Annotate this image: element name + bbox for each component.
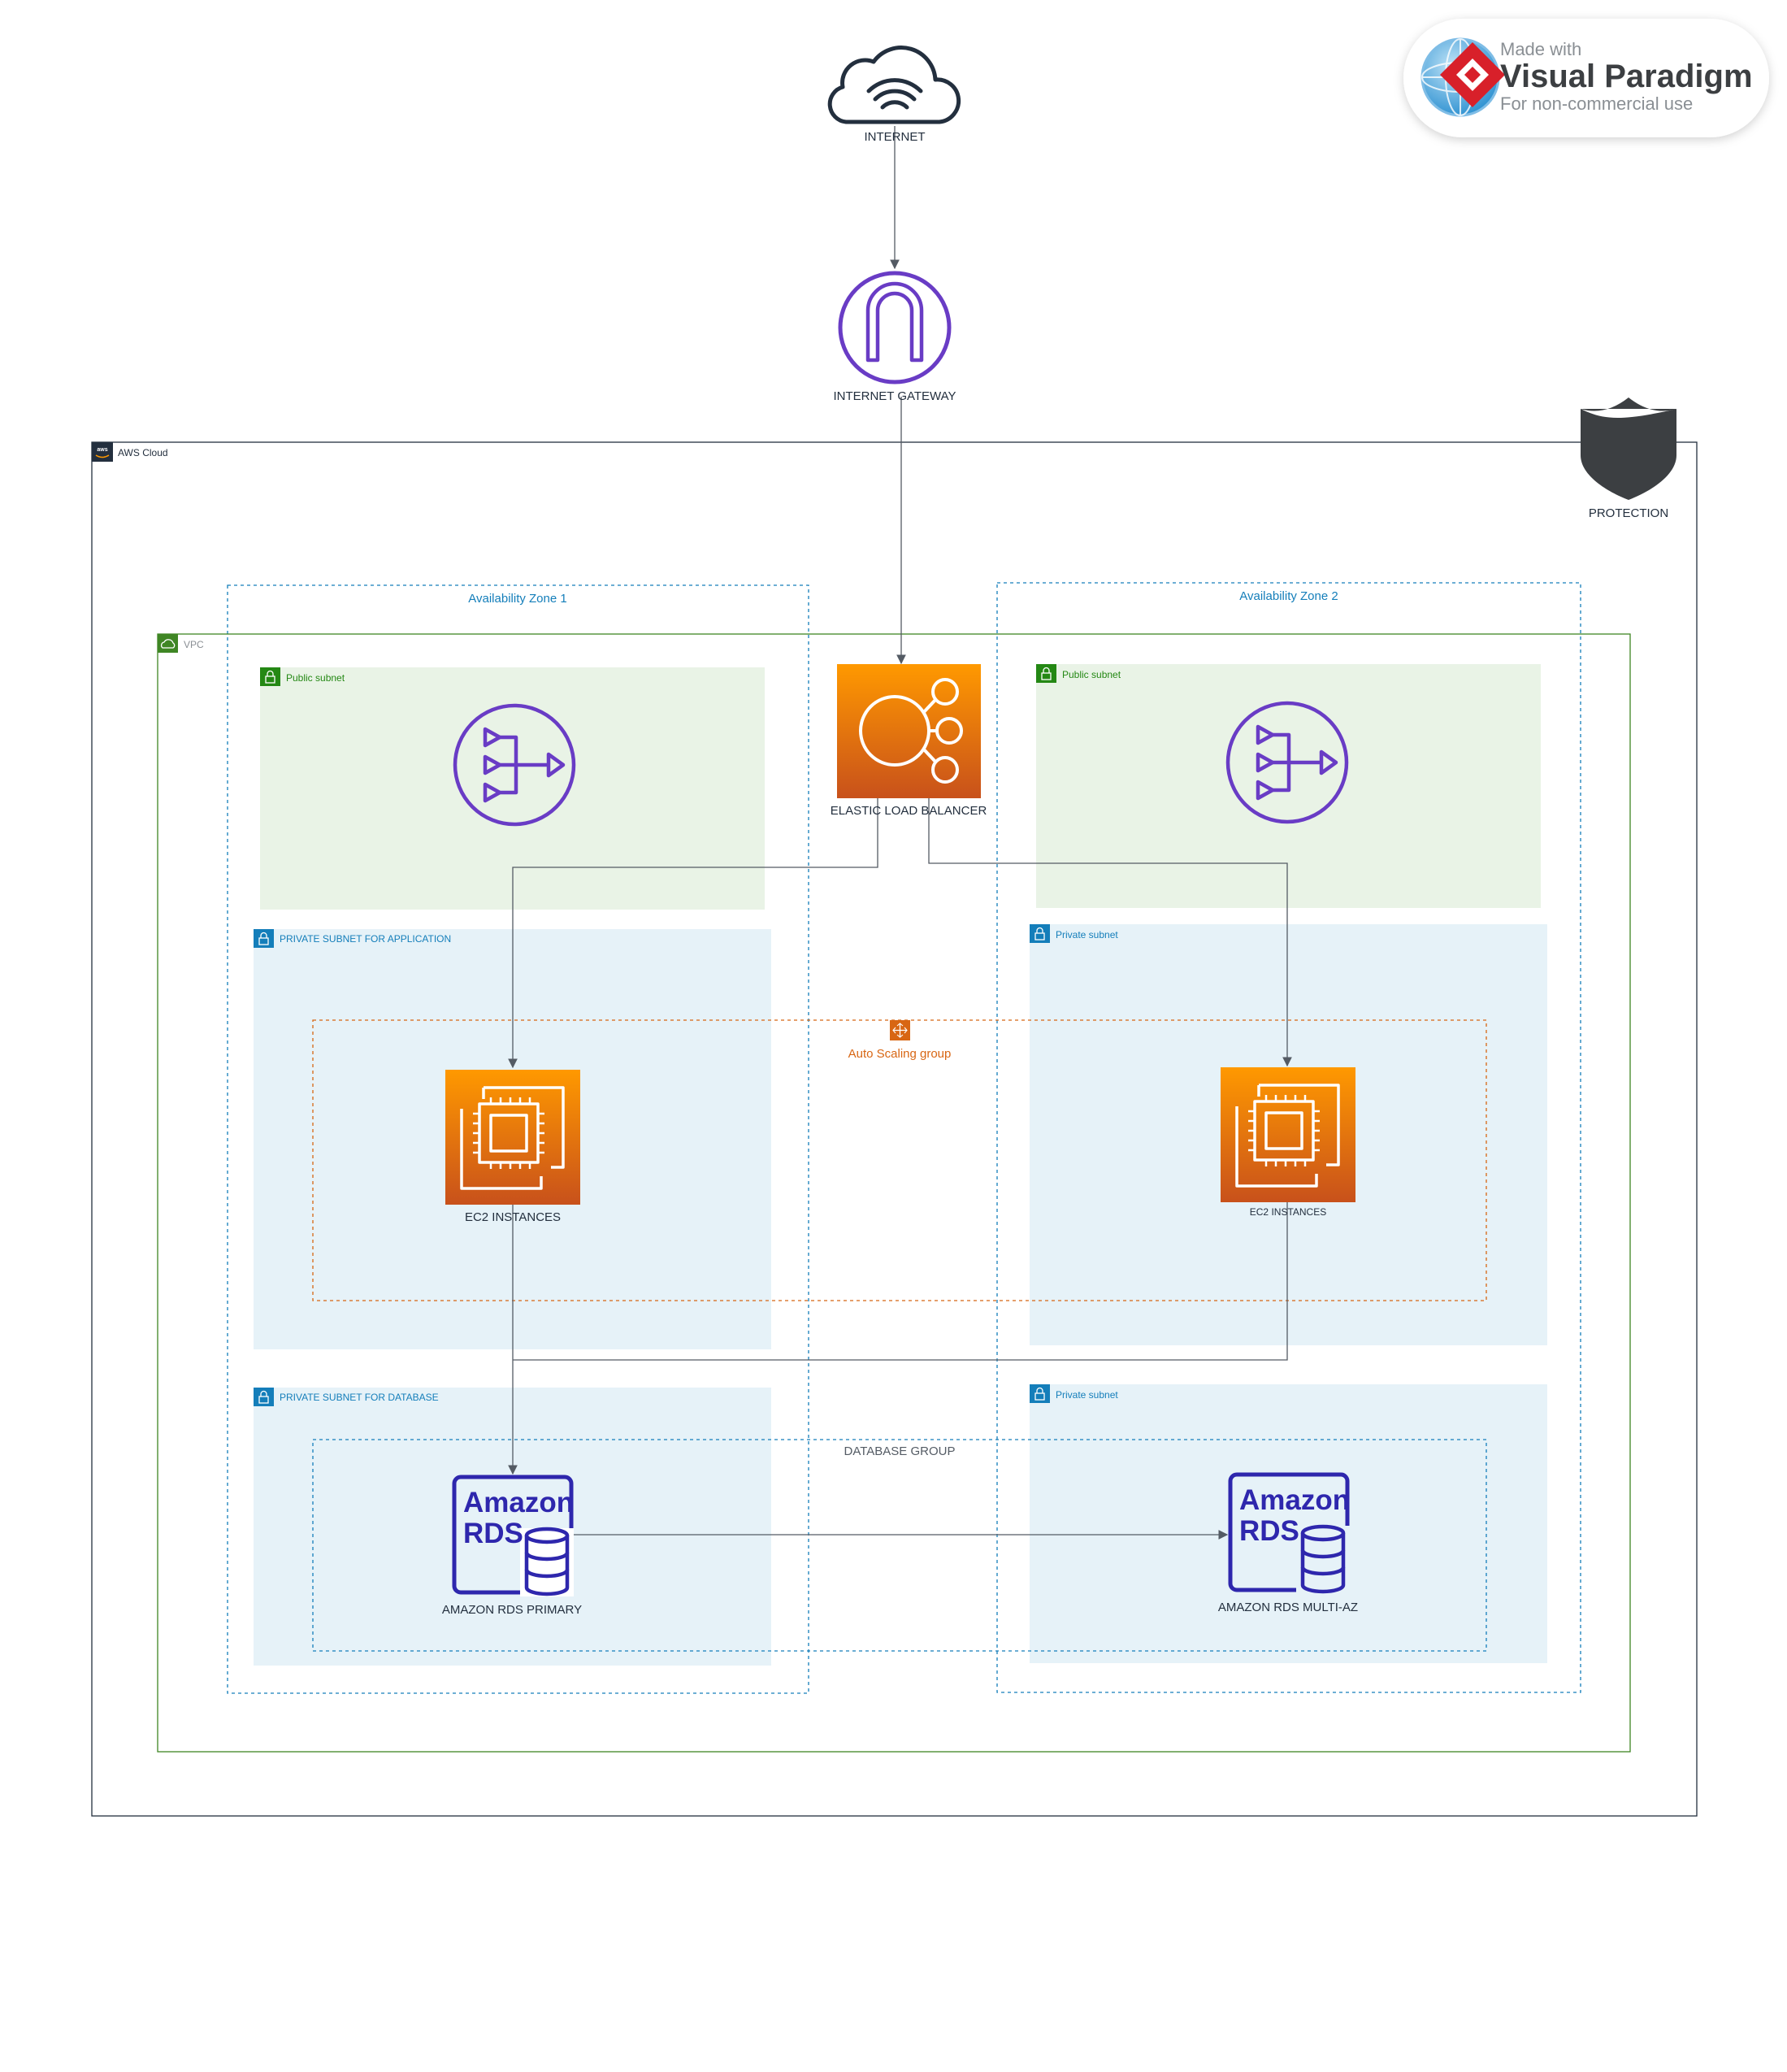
rds-icon-text-line2: RDS <box>1239 1515 1299 1547</box>
watermark-line1: Made with <box>1500 39 1581 59</box>
ec2-az1-label: EC2 INSTANCES <box>465 1210 561 1224</box>
public-subnet-az2-label: Public subnet <box>1062 669 1121 680</box>
internet-gateway-icon <box>838 271 952 384</box>
ec2-az2-node: EC2 INSTANCES <box>1221 1067 1355 1218</box>
private-app-az1-label: PRIVATE SUBNET FOR APPLICATION <box>280 933 451 945</box>
az2-label: Availability Zone 2 <box>1239 589 1338 603</box>
nat-gateway-icon <box>1225 701 1349 824</box>
lock-icon <box>254 929 274 948</box>
watermark-line3: For non-commercial use <box>1500 93 1693 114</box>
svg-text:aws: aws <box>97 447 107 453</box>
shield-icon <box>1581 409 1676 500</box>
private-db-az1-label: PRIVATE SUBNET FOR DATABASE <box>280 1392 439 1403</box>
internet-node: INTERNET <box>827 46 961 144</box>
rds-primary-node: Amazon RDS AMAZON RDS PRIMARY <box>442 1475 582 1617</box>
database-group: DATABASE GROUP <box>312 1439 1487 1652</box>
rds-icon-text-line1: Amazon <box>463 1487 574 1518</box>
rds-icon: Amazon RDS <box>452 1475 574 1596</box>
elb-node: ELASTIC LOAD BALANCER <box>831 664 987 818</box>
vpc-group: VPC <box>157 633 1631 1753</box>
private-subnet-db-az2: Private subnet <box>1030 1384 1547 1663</box>
rds-icon-text-line1: Amazon <box>1239 1484 1350 1516</box>
protection-label: PROTECTION <box>1589 506 1668 520</box>
ec2-az1-node: EC2 INSTANCES <box>445 1070 580 1224</box>
internet-gateway-label: INTERNET GATEWAY <box>833 389 956 403</box>
lock-icon <box>1030 924 1050 943</box>
visual-paradigm-watermark: Made with Visual Paradigm For non-commer… <box>1403 19 1769 137</box>
cloud-wifi-icon <box>827 46 961 124</box>
lock-icon <box>254 1388 274 1406</box>
rds-multi-az-node: Amazon RDS AMAZON RDS MULTI-AZ <box>1218 1472 1358 1614</box>
auto-scaling-label: Auto Scaling group <box>848 1047 952 1061</box>
rds-multi-az-label: AMAZON RDS MULTI-AZ <box>1218 1601 1358 1614</box>
aws-cloud-label: AWS Cloud <box>118 447 168 458</box>
vpc-cloud-icon <box>158 634 178 653</box>
load-balancer-icon <box>837 664 981 798</box>
nat-gateway-icon <box>453 703 576 827</box>
availability-zone-2: Availability Zone 2 <box>996 582 1581 1693</box>
lock-icon <box>260 667 280 686</box>
rds-icon-text-line2: RDS <box>463 1518 523 1549</box>
edge-elb-to-ec2-az1 <box>508 798 878 1069</box>
visual-paradigm-logo-icon <box>1420 37 1505 117</box>
protection-node: PROTECTION <box>1581 397 1676 520</box>
database-group-label: DATABASE GROUP <box>844 1444 956 1458</box>
availability-zone-1: Availability Zone 1 <box>227 584 809 1694</box>
vpc-label: VPC <box>184 639 204 650</box>
elb-label: ELASTIC LOAD BALANCER <box>831 804 987 818</box>
private-db-az2-label: Private subnet <box>1056 1389 1118 1401</box>
edge-elb-to-ec2-az2 <box>928 798 1292 1067</box>
auto-scaling-icon <box>890 1020 910 1040</box>
ec2-icon <box>445 1070 580 1205</box>
internet-label: INTERNET <box>865 130 926 144</box>
public-subnet-az1-label: Public subnet <box>286 672 345 684</box>
private-app-az2-label: Private subnet <box>1056 929 1118 940</box>
watermark-line2: Visual Paradigm <box>1500 59 1753 94</box>
rds-primary-label: AMAZON RDS PRIMARY <box>442 1603 582 1617</box>
auto-scaling-group: Auto Scaling group <box>312 1019 1487 1301</box>
connectors <box>508 126 1292 1540</box>
aws-cloud-group: aws AWS Cloud <box>91 441 1698 1817</box>
ec2-icon <box>1221 1067 1355 1202</box>
nat-gateway-az2 <box>1225 701 1349 824</box>
nat-gateway-az1 <box>453 703 576 827</box>
lock-icon <box>1036 664 1056 683</box>
edge-ec2-az2-to-rds-primary <box>513 1201 1288 1361</box>
az1-label: Availability Zone 1 <box>468 592 566 606</box>
aws-logo-icon: aws <box>92 442 113 462</box>
internet-gateway-node: INTERNET GATEWAY <box>833 271 956 403</box>
ec2-az2-label: EC2 INSTANCES <box>1250 1206 1326 1218</box>
lock-icon <box>1030 1384 1050 1403</box>
rds-icon: Amazon RDS <box>1228 1472 1350 1594</box>
